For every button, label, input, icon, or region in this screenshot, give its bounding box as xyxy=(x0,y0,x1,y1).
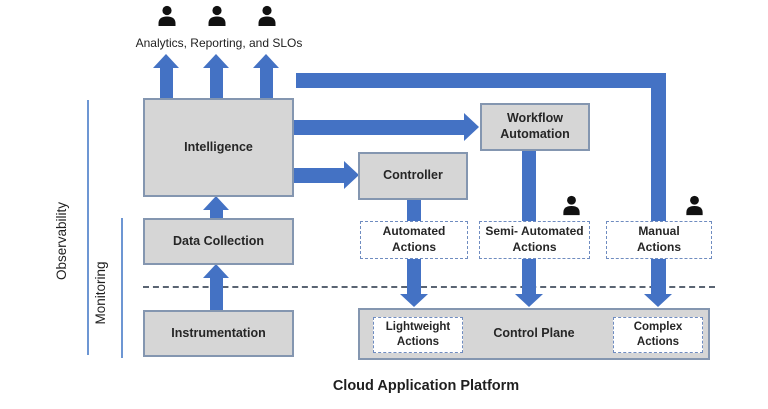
arrowhead-up-icon xyxy=(253,54,279,68)
arrowhead-up-icon xyxy=(153,54,179,68)
node-data-collection: Data Collection xyxy=(143,218,294,265)
cloud-application-platform-label: Cloud Application Platform xyxy=(332,378,520,394)
monitoring-bracket-line xyxy=(121,218,123,358)
node-complex-actions: Complex Actions xyxy=(613,317,703,353)
control-plane-label: Control Plane xyxy=(493,326,575,341)
arrow-intelligence-to-analytics xyxy=(260,66,273,99)
arrowhead-down-icon xyxy=(400,294,428,307)
arrowhead-up-icon xyxy=(203,54,229,68)
node-instrumentation: Instrumentation xyxy=(143,310,294,357)
arrow-intelligence-to-analytics xyxy=(160,66,173,99)
arrowhead-right-icon xyxy=(344,161,359,189)
arrowhead-down-icon xyxy=(644,294,672,307)
node-workflow-automation: Workflow Automation xyxy=(480,103,590,151)
arrow-intelligence-to-analytics xyxy=(210,66,223,99)
monitoring-label: Monitoring xyxy=(93,261,108,325)
node-controller: Controller xyxy=(358,152,468,200)
arrowhead-down-icon xyxy=(515,294,543,307)
analytics-reporting-slos-label: Analytics, Reporting, and SLOs xyxy=(135,36,303,50)
node-semi-automated-actions: Semi- Automated Actions xyxy=(479,221,590,259)
observability-label: Observability xyxy=(54,201,69,281)
observability-bracket-line xyxy=(87,100,89,355)
node-lightweight-actions: Lightweight Actions xyxy=(373,317,463,353)
person-icon xyxy=(208,5,226,26)
arrow-intelligence-to-workflow xyxy=(294,120,464,135)
line-intelligence-to-manual-vertical xyxy=(651,73,666,296)
node-automated-actions: Automated Actions xyxy=(360,221,468,259)
arrowhead-up-icon xyxy=(203,196,229,210)
person-icon xyxy=(686,195,703,216)
arrowhead-up-icon xyxy=(203,264,229,278)
arrowhead-right-icon xyxy=(464,113,479,141)
person-icon xyxy=(563,195,580,216)
node-manual-actions: Manual Actions xyxy=(606,221,712,259)
line-intelligence-to-manual-horizontal xyxy=(296,73,666,88)
person-icon xyxy=(258,5,276,26)
person-icon xyxy=(158,5,176,26)
arrow-instrumentation-to-datacollection xyxy=(210,275,223,311)
node-intelligence: Intelligence xyxy=(143,98,294,197)
arrow-intelligence-to-controller xyxy=(294,168,344,183)
monitoring-boundary-dashed-line xyxy=(143,286,715,288)
